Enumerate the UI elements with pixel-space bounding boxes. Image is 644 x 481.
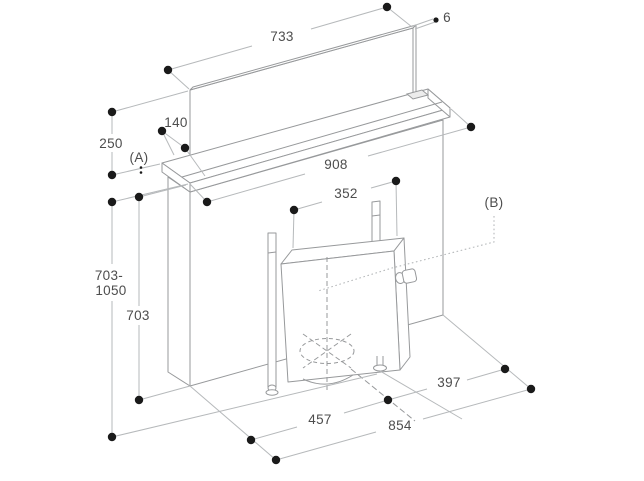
glass-panel-right-edge	[412, 24, 417, 97]
outlet-diagonal-centerline-2	[302, 333, 352, 369]
ext-foot-depth	[379, 370, 463, 420]
dimension-endpoint-dot	[382, 2, 392, 12]
plug-body	[401, 268, 418, 284]
ext-703-top	[138, 184, 187, 198]
dimension-label-703-1050-line2: 1050	[95, 283, 126, 298]
dimension-endpoint-dot	[202, 197, 212, 207]
dimension-endpoint-dot	[107, 170, 117, 180]
dimension-endpoint-dots	[107, 2, 536, 465]
dim-line-854	[275, 388, 532, 461]
support-rail-left-foot	[265, 389, 279, 396]
rail-foot-pad	[373, 364, 387, 372]
dimension-label-908: 908	[324, 157, 347, 172]
dimension-endpoint-dot	[107, 197, 117, 207]
ext-908-right	[450, 108, 472, 128]
dim-line-457	[250, 399, 389, 441]
support-rail-right-tick	[371, 214, 381, 217]
dimension-endpoint-dot	[383, 395, 393, 405]
dimension-extension-lines	[111, 6, 532, 461]
ext-140-a	[161, 130, 175, 156]
dimension-label-352: 352	[334, 186, 357, 201]
ext-250-top	[111, 90, 189, 113]
outlet-diagonal-centerline-1	[302, 333, 352, 369]
ext-733-left	[167, 69, 190, 90]
dimension-label-854: 854	[388, 418, 412, 433]
dimension-endpoint-dot	[246, 435, 256, 445]
dimension-endpoint-dot	[526, 384, 536, 394]
dimension-endpoint-dot	[107, 107, 117, 117]
ext-352-left	[292, 209, 295, 249]
dimension-label-6: 6	[443, 10, 451, 25]
dimension-endpoint-dot	[391, 176, 401, 186]
dimension-label-703: 703	[126, 308, 149, 323]
dimension-label-140: 140	[164, 115, 187, 130]
outlet-collar-arc	[302, 374, 354, 385]
reference-b-leader	[317, 216, 495, 292]
reference-label-b: (B)	[485, 195, 504, 210]
dimension-label-733: 733	[270, 29, 293, 44]
dimension-label-703-1050-line1: 703-	[95, 268, 123, 283]
worktop-frame	[161, 88, 451, 193]
dimension-label-457: 457	[308, 412, 331, 427]
dim-line-140	[161, 130, 186, 149]
dimension-endpoint-dot	[500, 364, 510, 374]
ext-733-right	[386, 6, 413, 28]
support-rail-left	[265, 232, 279, 396]
reference-a-dot	[139, 171, 143, 174]
dim-line-908	[206, 126, 472, 203]
dimension-label-250: 250	[99, 136, 122, 151]
ext-6-leader-b	[414, 21, 436, 30]
ext-703-1050-top	[111, 183, 189, 203]
dimension-endpoint-dot	[289, 205, 299, 215]
support-rail-right	[371, 200, 381, 248]
dim-line-352	[293, 180, 397, 211]
dimension-lines	[111, 6, 532, 461]
blower-box	[280, 237, 411, 383]
ext-140-b	[184, 147, 206, 177]
reference-a-leader	[139, 166, 143, 174]
support-rail-right-bar	[371, 200, 381, 248]
dimension-label-397: 397	[437, 375, 460, 390]
dimension-endpoint-dot	[134, 192, 144, 202]
reference-label-a: (A)	[130, 150, 149, 165]
dimension-labels: 733 6 250 140 (A) 908 352 (B) 703- 1050 …	[95, 10, 504, 433]
ext-floor-left-depth	[189, 385, 277, 461]
ext-703-bottom	[138, 385, 191, 401]
dimension-endpoint-dot	[433, 17, 439, 23]
dimension-endpoint-dot	[163, 65, 173, 75]
dimension-endpoint-dot	[157, 126, 167, 136]
frame-inner-rim-line	[181, 101, 443, 178]
dim-line-733	[167, 6, 388, 71]
dimension-endpoint-dot	[107, 432, 117, 442]
ext-floor-width	[111, 373, 378, 438]
blower-box-front-face	[280, 250, 401, 383]
ext-250-bottom	[111, 163, 161, 176]
ext-6-leader-a	[412, 18, 434, 27]
outlet-ellipse	[299, 338, 355, 364]
support-rail-left-bar	[267, 232, 277, 388]
dimension-endpoint-dot	[466, 122, 476, 132]
ext-352-right	[395, 180, 398, 237]
dimension-endpoint-dot	[180, 143, 190, 153]
hood-body-left-face	[167, 176, 191, 387]
dim-line-397	[387, 368, 506, 401]
reference-a-dot	[139, 166, 143, 169]
support-rail-left-tick	[267, 251, 277, 254]
dimension-endpoint-dot	[271, 455, 281, 465]
frame-slot-opening	[405, 89, 430, 100]
ext-floor-right-depth	[442, 314, 532, 390]
dimension-endpoint-dot	[134, 395, 144, 405]
power-plug	[395, 268, 418, 285]
